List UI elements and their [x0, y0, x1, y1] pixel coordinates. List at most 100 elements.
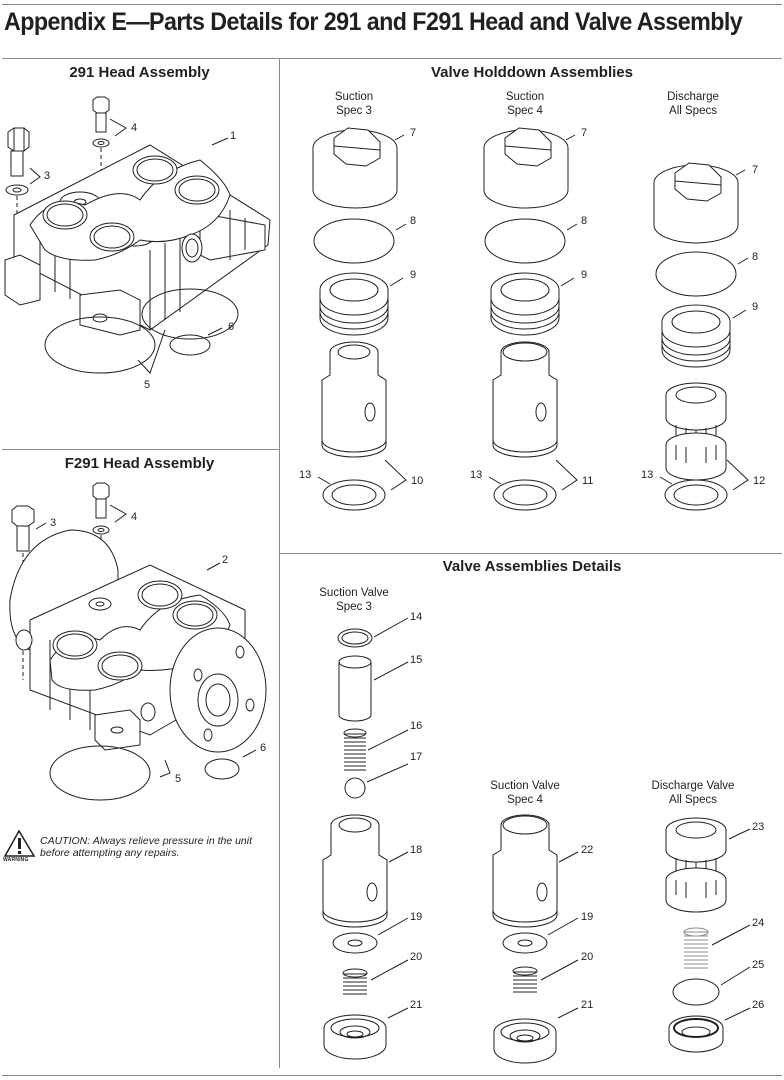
- callout-4: 4: [131, 511, 138, 523]
- valve-cage-icon: [493, 342, 557, 457]
- seat-icon: [669, 1016, 723, 1052]
- callout-25: 25: [752, 959, 765, 971]
- caution-text: CAUTION: Always relieve pressure in the …: [40, 835, 253, 859]
- callout-21: 21: [410, 999, 423, 1011]
- spring-icon: [343, 969, 367, 994]
- section-title-holddown: Valve Holddown Assemblies: [430, 64, 633, 81]
- valve-body-icon: [493, 815, 557, 927]
- discharge-cage-icon: [666, 818, 726, 912]
- warning-label: WARNING: [3, 857, 29, 863]
- threaded-ring-icon: [491, 273, 559, 335]
- callout-7: 7: [581, 127, 588, 139]
- callout-6: 6: [228, 321, 235, 333]
- retaining-ring-icon: [338, 629, 372, 647]
- spring-icon: [513, 967, 537, 992]
- bottom-rule: [2, 1075, 782, 1076]
- section-title-291-head: 291 Head Assembly: [69, 64, 210, 81]
- valve-cage-icon: [322, 342, 386, 457]
- holddown-cap-icon: [313, 128, 397, 208]
- washer-icon: [6, 185, 28, 195]
- callout-9: 9: [581, 269, 588, 281]
- ball-icon: [345, 778, 365, 798]
- cylinder-icon: [339, 656, 371, 721]
- callout-8: 8: [752, 251, 759, 263]
- right-mid-rule: [280, 553, 782, 554]
- callout-9: 9: [752, 301, 759, 313]
- callout-13: 13: [641, 469, 654, 481]
- callout-1: 1: [230, 130, 237, 142]
- callout-21: 21: [581, 999, 594, 1011]
- callout-20: 20: [581, 951, 594, 963]
- callout-23: 23: [752, 821, 765, 833]
- head-body-291: [5, 138, 270, 335]
- callout-3: 3: [44, 170, 51, 182]
- threaded-ring-icon: [320, 273, 388, 335]
- bolt-icon: [8, 128, 29, 176]
- page-title: Appendix E—Parts Details for 291 and F29…: [4, 8, 743, 36]
- callout-8: 8: [410, 215, 417, 227]
- spring-icon: [344, 729, 366, 770]
- bolt-icon: [93, 483, 109, 518]
- threaded-ring-icon: [662, 305, 730, 367]
- callout-7: 7: [410, 127, 417, 139]
- callout-24: 24: [752, 917, 765, 929]
- callout-20: 20: [410, 951, 423, 963]
- callout-5: 5: [144, 379, 151, 391]
- callout-22: 22: [581, 844, 594, 856]
- callout-18: 18: [410, 844, 423, 856]
- top-rule: [2, 4, 782, 5]
- callout-3: 3: [50, 517, 57, 529]
- holddown-cap-icon: [654, 163, 738, 243]
- flange-icon: [170, 628, 266, 752]
- callout-4: 4: [131, 122, 138, 134]
- section-title-valve-details: Valve Assemblies Details: [442, 558, 622, 575]
- spring-icon: [684, 928, 708, 968]
- valve-disc-icon: [673, 979, 719, 1005]
- washer-icon: [333, 933, 377, 953]
- callout-17: 17: [410, 751, 423, 763]
- header-rule: [2, 58, 782, 59]
- callout-7: 7: [752, 164, 759, 176]
- callout-10: 10: [411, 475, 424, 487]
- callout-15: 15: [410, 654, 423, 666]
- seat-icon: [494, 1019, 556, 1063]
- vertical-divider: [279, 58, 280, 1068]
- callout-12: 12: [753, 475, 766, 487]
- callout-16: 16: [410, 720, 423, 732]
- head-body-f291: [10, 530, 266, 752]
- section-title-f291-head: F291 Head Assembly: [64, 455, 215, 472]
- o-ring-icon: [45, 317, 155, 373]
- callout-26: 26: [752, 999, 765, 1011]
- o-ring-icon: [50, 746, 150, 800]
- callout-13: 13: [299, 469, 312, 481]
- left-mid-rule: [2, 449, 279, 450]
- o-ring-icon: [314, 219, 394, 263]
- bolt-icon: [12, 506, 34, 551]
- callout-19: 19: [410, 911, 423, 923]
- bolt-icon: [93, 97, 109, 132]
- seat-icon: [324, 1015, 386, 1059]
- callout-19: 19: [581, 911, 594, 923]
- callout-13: 13: [470, 469, 483, 481]
- callout-14: 14: [410, 611, 423, 623]
- discharge-cage-icon: [666, 383, 726, 480]
- callout-6: 6: [260, 742, 267, 754]
- callout-5: 5: [175, 773, 182, 785]
- valve-body-icon: [323, 815, 387, 927]
- callout-9: 9: [410, 269, 417, 281]
- holddown-cap-icon: [484, 128, 568, 208]
- callout-11: 11: [582, 475, 594, 487]
- callout-2: 2: [222, 554, 229, 566]
- callout-8: 8: [581, 215, 588, 227]
